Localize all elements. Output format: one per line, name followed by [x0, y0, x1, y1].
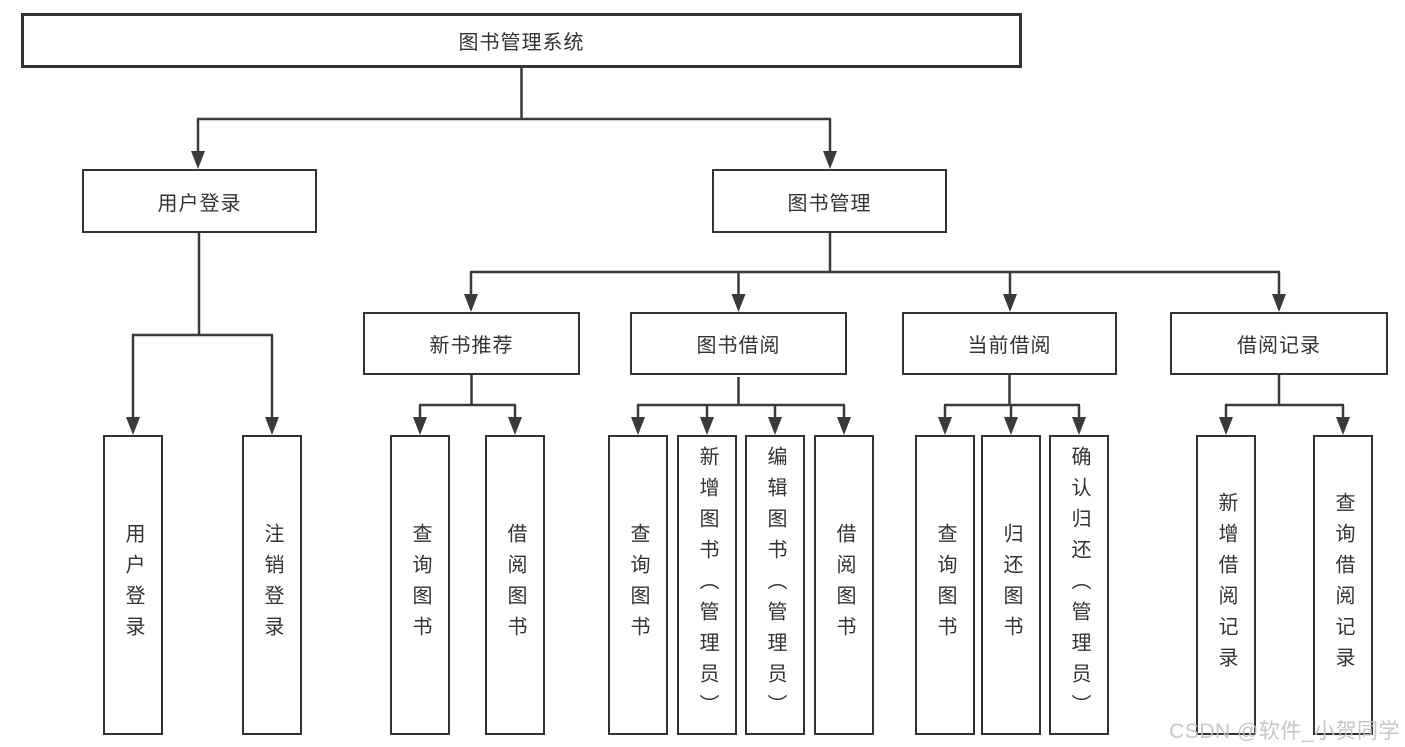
- leaf-add-borrow-record-label: 新增借阅记录: [1215, 492, 1237, 678]
- leaf-query-borrow-record-label: 查询借阅记录: [1332, 492, 1354, 678]
- node-root-label: 图书管理系统: [458, 32, 585, 54]
- leaf-add-borrow-record: 新增借阅记录: [1196, 435, 1256, 735]
- leaf-query-books-current-label: 查询图书: [934, 523, 956, 647]
- connector-root-to-level2: [196, 68, 832, 152]
- node-book-borrow-label: 图书借阅: [696, 335, 781, 357]
- leaf-query-books-recommend: 查询图书: [390, 435, 450, 735]
- leaf-query-books-borrow-label: 查询图书: [627, 523, 649, 647]
- node-book-borrow: 图书借阅: [630, 312, 847, 375]
- leaf-logout: 注销登录: [242, 435, 302, 735]
- connector-bookmgmt-to-level3: [469, 233, 1281, 295]
- leaf-logout-label: 注销登录: [261, 523, 283, 647]
- node-book-management-label: 图书管理: [787, 192, 872, 215]
- leaf-return-book: 归还图书: [981, 435, 1041, 735]
- node-current-borrow-label: 当前借阅: [967, 335, 1052, 357]
- leaf-add-book-admin-label: 新增图书（管理员）: [696, 445, 718, 725]
- leaf-query-books-current: 查询图书: [915, 435, 975, 735]
- connector-userlogin-to-leaves: [131, 233, 274, 418]
- node-current-borrow: 当前借阅: [902, 312, 1117, 375]
- leaf-borrow-books-recommend: 借阅图书: [485, 435, 545, 735]
- node-borrow-records: 借阅记录: [1170, 312, 1388, 375]
- leaf-edit-book-admin-label: 编辑图书（管理员）: [764, 445, 786, 725]
- node-new-book-recommend-label: 新书推荐: [429, 335, 514, 357]
- node-root: 图书管理系统: [21, 13, 1022, 68]
- leaf-query-borrow-record: 查询借阅记录: [1313, 435, 1373, 735]
- connector-currentborrow-to-leaves: [943, 375, 1081, 418]
- connector-newbook-to-leaves: [418, 375, 517, 418]
- leaf-confirm-return-admin: 确认归还（管理员）: [1049, 435, 1109, 735]
- leaf-borrow-books-borrow: 借阅图书: [814, 435, 874, 735]
- node-new-book-recommend: 新书推荐: [363, 312, 580, 375]
- leaf-add-book-admin: 新增图书（管理员）: [677, 435, 737, 735]
- leaf-return-book-label: 归还图书: [1000, 523, 1022, 647]
- leaf-confirm-return-admin-label: 确认归还（管理员）: [1068, 445, 1090, 725]
- leaf-borrow-books-borrow-label: 借阅图书: [833, 523, 855, 647]
- leaf-query-books-recommend-label: 查询图书: [409, 523, 431, 647]
- leaf-user-login: 用户登录: [103, 435, 163, 735]
- leaf-query-books-borrow: 查询图书: [608, 435, 668, 735]
- leaf-edit-book-admin: 编辑图书（管理员）: [745, 435, 805, 735]
- connector-bookborrow-to-leaves: [636, 377, 846, 418]
- leaf-user-login-label: 用户登录: [122, 523, 144, 647]
- node-book-management: 图书管理: [712, 169, 947, 233]
- leaf-borrow-books-recommend-label: 借阅图书: [504, 523, 526, 647]
- node-borrow-records-label: 借阅记录: [1237, 335, 1321, 357]
- csdn-watermark: CSDN @软件_小贺同学: [1169, 720, 1400, 743]
- connector-borrowrecords-to-leaves: [1224, 375, 1345, 418]
- node-user-login-label: 用户登录: [157, 192, 242, 215]
- node-user-login: 用户登录: [82, 169, 317, 233]
